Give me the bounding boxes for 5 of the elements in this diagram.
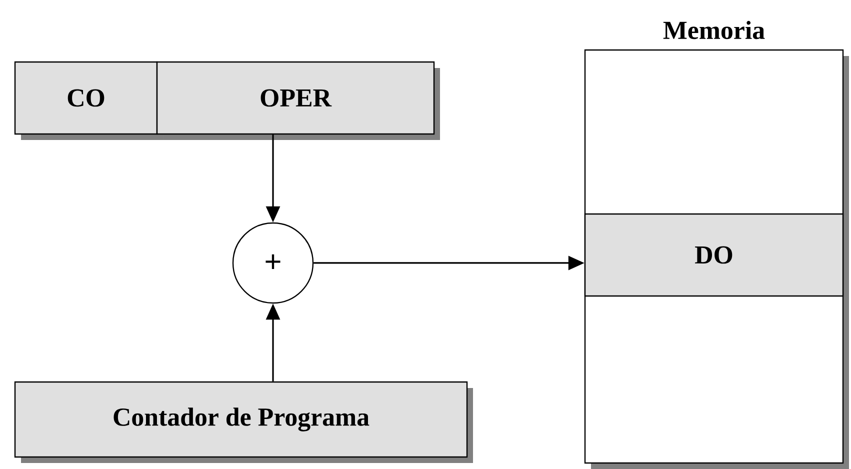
memory-cell: DO [584, 213, 844, 297]
register-cell: OPER [156, 61, 440, 140]
register-cell: CO [14, 61, 163, 140]
counter-box: Contador de Programa [14, 381, 473, 463]
memory-heading: Memoria [663, 20, 765, 40]
